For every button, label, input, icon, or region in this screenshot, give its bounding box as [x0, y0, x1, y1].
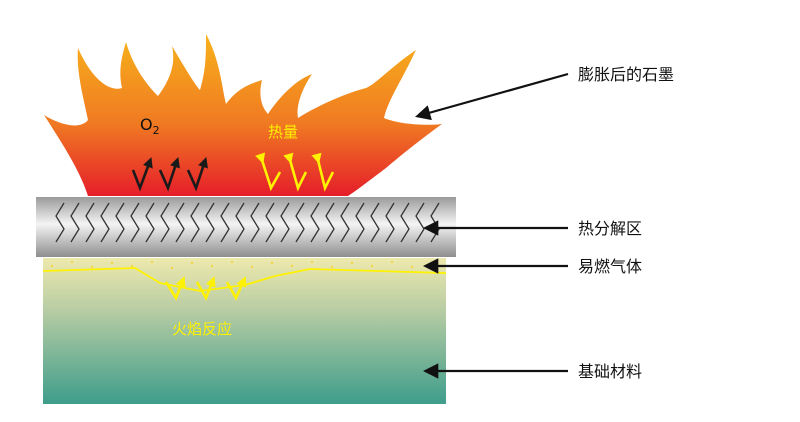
- callout-arrows: [415, 72, 569, 379]
- graphite-chevron: [400, 202, 410, 243]
- callout-substrate: 基础材料: [578, 362, 642, 381]
- graphite-chevron: [295, 202, 305, 243]
- graphite-chevron: [55, 202, 65, 243]
- graphite-chevron: [370, 202, 380, 243]
- graphite-chevron: [415, 202, 425, 243]
- substrate-block: [43, 258, 446, 404]
- graphite-chevron: [310, 202, 320, 243]
- graphite-chevron: [385, 202, 395, 243]
- graphite-chevron: [175, 202, 185, 243]
- heat-label: 热量: [268, 123, 298, 141]
- callout-flammable-gas: 易燃气体: [578, 257, 642, 276]
- gas-dots: [50, 260, 434, 270]
- flame-shape: [44, 34, 442, 196]
- callout-pyrolysis-zone: 热分解区: [578, 219, 642, 238]
- flame-reaction-arrows: [164, 276, 247, 302]
- graphite-chevron: [85, 202, 95, 243]
- graphite-chevron: [250, 202, 260, 243]
- graphite-chevron: [340, 202, 350, 243]
- callout-arrow-expanded-graphite: [415, 72, 569, 121]
- oxygen-arrows: [131, 157, 208, 192]
- graphite-chevron: [205, 202, 215, 243]
- graphite-chevron: [70, 202, 80, 243]
- graphite-chevron: [130, 202, 140, 243]
- flame-front-line: [42, 267, 447, 292]
- graphite-chevron: [160, 202, 170, 243]
- heat-arrows: [255, 152, 335, 192]
- graphite-chevron: [280, 202, 290, 243]
- graphite-chevron: [190, 202, 200, 243]
- graphite-chevron: [220, 202, 230, 243]
- flame-reaction-label: 火焰反应: [172, 320, 232, 338]
- graphite-chevron: [355, 202, 365, 243]
- oxygen-label: O2: [140, 115, 160, 137]
- callout-expanded-graphite: 膨胀后的石墨: [578, 65, 674, 84]
- graphite-chevron: [100, 202, 110, 243]
- graphite-chevron: [145, 202, 155, 243]
- graphite-chevron: [235, 202, 245, 243]
- graphite-chevron: [115, 202, 125, 243]
- graphite-chevron: [325, 202, 335, 243]
- graphite-chevron: [265, 202, 275, 243]
- graphite-chevrons: [55, 202, 440, 243]
